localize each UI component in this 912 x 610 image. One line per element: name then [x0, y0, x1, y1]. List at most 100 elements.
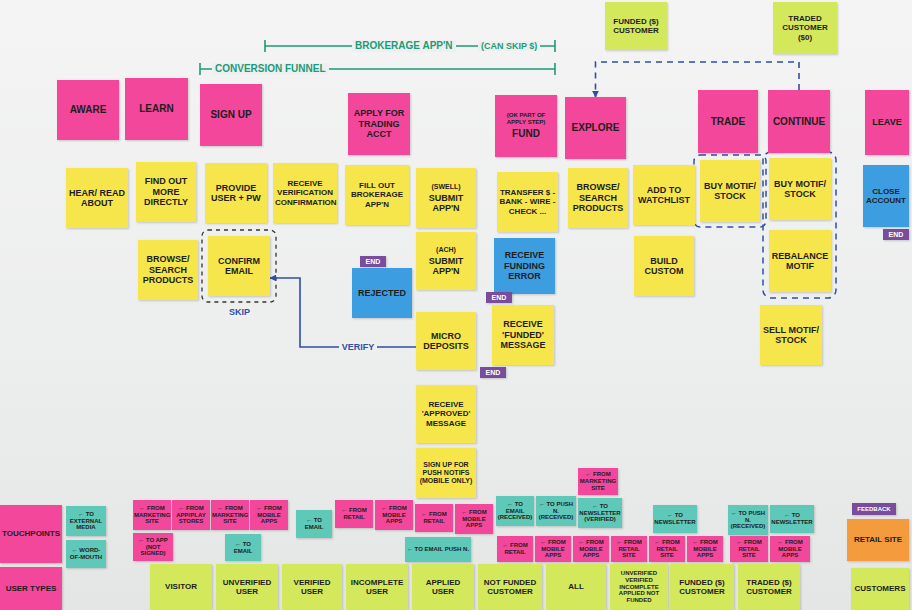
- sticky-note: ← TO EMAIL PUSH N.: [405, 537, 471, 562]
- sticky-note: TRADED CUSTOMER ($0): [773, 2, 837, 54]
- sticky-note: USER TYPES: [0, 567, 62, 610]
- note-text: ← TO PUSH N. (RECEIVED): [729, 510, 767, 530]
- note-text: SIGN UP FOR PUSH NOTIFS (MOBILE ONLY): [417, 461, 475, 484]
- sticky-note: ← TO APP (NOT SIGNED): [133, 533, 173, 561]
- sticky-note: CLOSE ACCOUNT: [863, 165, 909, 227]
- sticky-note: BROWSE/ SEARCH PRODUCTS: [138, 240, 198, 300]
- sticky-note: END: [486, 292, 512, 303]
- sticky-note: ← FROM RETAIL: [497, 536, 533, 562]
- note-text: ← TO NEWSLETTER (VERIFIED): [579, 503, 621, 523]
- sticky-note: ← FROM MOBILE APPS: [455, 504, 493, 534]
- sticky-note: HEAR/ READ ABOUT: [66, 168, 128, 228]
- note-text: FIND OUT MORE DIRECTLY: [138, 176, 194, 207]
- note-text: REJECTED: [354, 288, 410, 298]
- sticky-note: ← WORD-OF-MOUTH: [66, 540, 106, 568]
- note-text: (ACH): [418, 246, 474, 254]
- sticky-note: ← FROM MOBILE APPS: [573, 536, 609, 562]
- sticky-note: ← FROM MOBILE APPS: [250, 500, 288, 530]
- note-text: ← TO EXTERNAL MEDIA: [67, 511, 105, 531]
- sticky-note: ALL: [546, 564, 606, 610]
- note-text: ← TO APP (NOT SIGNED): [134, 537, 172, 557]
- sticky-note: APPLIED USER: [412, 564, 474, 610]
- connector-label: VERIFY: [339, 342, 378, 353]
- note-text: TOUCHPOINTS: [2, 529, 60, 538]
- sticky-note: BROWSE/ SEARCH PRODUCTS: [568, 168, 628, 228]
- note-text: END: [488, 294, 510, 302]
- sticky-note: MICRO DEPOSITS: [416, 312, 476, 370]
- sticky-note: ← FROM RETAIL: [335, 500, 373, 528]
- bracket-line: [265, 40, 555, 52]
- note-text: SUBMIT APP'N: [418, 193, 474, 214]
- sticky-note: RECEIVE FUNDING ERROR: [494, 238, 555, 294]
- note-text: ← FROM MOBILE APPS: [536, 539, 570, 559]
- note-text: ← TO EMAIL: [226, 541, 260, 554]
- note-text: ← FROM MOBILE APPS: [251, 505, 287, 525]
- note-text: BUY MOTIF/ STOCK: [702, 181, 758, 202]
- sticky-note: BUY MOTIF/ STOCK: [769, 158, 831, 220]
- note-text: FILL OUT BROKERAGE APP'N: [347, 181, 407, 209]
- sticky-note: SIGN UP FOR PUSH NOTIFS (MOBILE ONLY): [416, 448, 476, 498]
- sticky-note: UNVERIFIED VERIFIED INCOMPLETE APPLIED N…: [610, 564, 668, 610]
- sticky-note: FIND OUT MORE DIRECTLY: [136, 162, 196, 222]
- sticky-note: TRADED ($) CUSTOMER: [738, 564, 800, 610]
- note-text: FEEDBACK: [854, 506, 894, 513]
- sticky-note: ← FROM MARKETING SITE: [133, 500, 171, 530]
- note-text: ← FROM MOBILE APPS: [574, 539, 608, 559]
- note-text: END: [885, 231, 907, 239]
- sticky-note: (OK PART OF APPLY STEP)FUND: [495, 95, 557, 157]
- sticky-note: RETAIL SITE: [847, 519, 909, 561]
- sticky-note: ← FROM MOBILE APPS: [375, 500, 413, 530]
- board-annotation: SKIP: [226, 307, 253, 318]
- note-text: END: [482, 369, 504, 377]
- sticky-note: VERIFIED USER: [282, 564, 342, 610]
- note-text: ← WORD-OF-MOUTH: [67, 547, 105, 560]
- sticky-note: RECEIVE VERIFICATION CONFIRMATION: [273, 163, 337, 223]
- sticky-note: ← TO EMAIL: [225, 534, 261, 561]
- note-text: SELL MOTIF/ STOCK: [762, 325, 820, 346]
- note-text: RECEIVE 'APPROVED' MESSAGE: [418, 400, 474, 428]
- note-text: NOT FUNDED CUSTOMER: [480, 578, 540, 596]
- note-text: USER TYPES: [2, 584, 60, 593]
- sticky-note: ← TO EMAIL: [296, 510, 332, 538]
- note-text: ← FROM RETAIL SITE: [612, 539, 646, 559]
- board-annotation: CONVERSION FUNNEL: [212, 63, 329, 75]
- note-text: (SWELL): [418, 183, 474, 191]
- note-text: ← FROM RETAIL: [416, 511, 452, 524]
- sticky-note: REBALANCE MOTIF: [769, 230, 831, 292]
- note-text: CLOSE ACCOUNT: [865, 187, 907, 205]
- note-text: RECEIVE VERIFICATION CONFIRMATION: [275, 179, 335, 207]
- note-text: LEARN: [127, 103, 186, 115]
- note-text: TRADED CUSTOMER ($0): [775, 14, 835, 42]
- note-text: HEAR/ READ ABOUT: [68, 188, 126, 209]
- note-text: APPLY FOR TRADING ACCT: [350, 108, 408, 139]
- dashed-group: [694, 155, 766, 227]
- note-text: BUY MOTIF/ STOCK: [771, 179, 829, 200]
- sticky-note: END: [480, 367, 506, 378]
- sticky-note: VISITOR: [150, 564, 212, 610]
- sticky-note: (ACH)SUBMIT APP'N: [416, 232, 476, 290]
- sticky-note: FUNDED ($) CUSTOMER: [605, 2, 667, 50]
- note-text: UNVERIFIED USER: [218, 578, 276, 596]
- sticky-note: EXPLORE: [565, 97, 626, 159]
- note-text: ← TO NEWSLETTER: [654, 512, 696, 525]
- note-text: VISITOR: [152, 582, 210, 591]
- note-text: VERIFIED USER: [284, 578, 340, 596]
- board-annotation: BROKERAGE APP'N: [352, 40, 456, 52]
- sticky-note: LEARN: [125, 78, 188, 140]
- sticky-note: BUY MOTIF/ STOCK: [700, 160, 760, 222]
- sticky-note: ← FROM APP/PLAY STORES: [172, 500, 210, 530]
- sticky-note: ← FROM MARKETING SITE: [211, 500, 249, 530]
- sticky-note: ← TO PUSH N. (RECEIVED): [728, 505, 768, 535]
- sticky-note: END: [360, 256, 386, 267]
- sticky-note: RECEIVE 'FUNDED' MESSAGE: [492, 305, 554, 365]
- note-text: ← TO EMAIL PUSH N.: [406, 546, 470, 553]
- note-text: FUNDED ($) CUSTOMER: [672, 578, 732, 596]
- sticky-note: ← TO NEWSLETTER: [770, 505, 814, 533]
- sticky-note: ← FROM MOBILE APPS: [535, 536, 571, 562]
- note-text: ← FROM MOBILE APPS: [376, 505, 412, 525]
- sticky-note: REJECTED: [352, 268, 412, 318]
- note-text: INCOMPLETE USER: [348, 578, 406, 596]
- sticky-note: ← TO PUSH N. (RECEIVED): [536, 496, 576, 526]
- sticky-note: LEAVE: [865, 90, 909, 155]
- sticky-note: ← TO NEWSLETTER: [653, 505, 697, 533]
